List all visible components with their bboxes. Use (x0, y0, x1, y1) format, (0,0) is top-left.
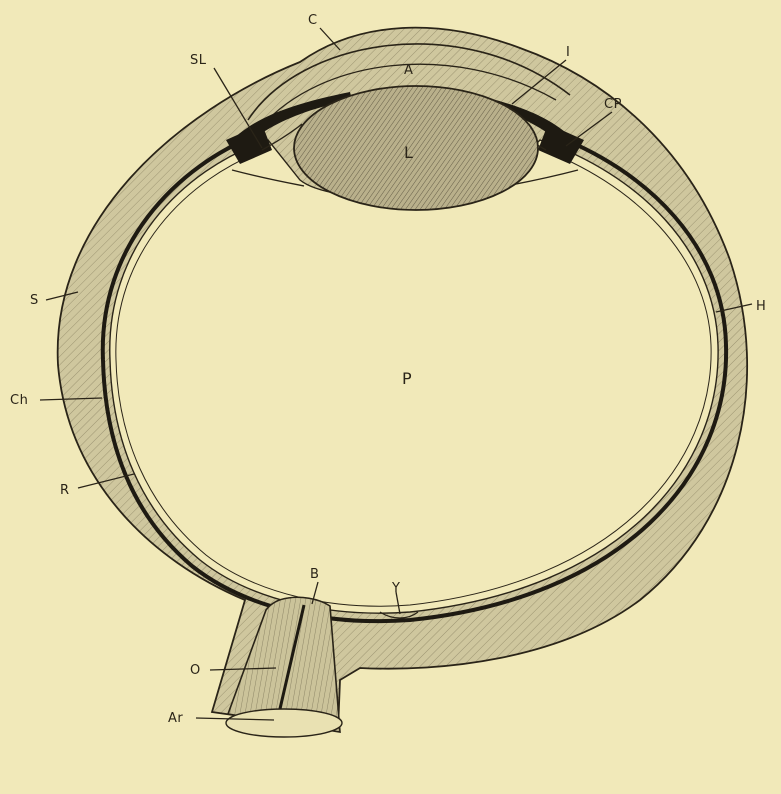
label-sclera: S (30, 293, 39, 308)
label-choroid: Ch (10, 393, 28, 408)
label-iris: I (566, 45, 570, 60)
label-cornea: C (308, 13, 318, 28)
label-retina: R (60, 483, 70, 498)
label-artery: Ar (168, 711, 183, 726)
lens (294, 86, 538, 210)
label-blind-spot: B (310, 567, 319, 582)
label-hyaloid: H (756, 299, 766, 314)
label-posterior-chamber: P (402, 369, 412, 388)
label-anterior-chamber: A (404, 63, 413, 78)
label-yellow-spot: Y (391, 581, 400, 596)
label-ciliary-process: CP (604, 97, 622, 112)
label-lens: L (404, 143, 413, 162)
optic-nerve-end (226, 709, 342, 737)
label-suspensory-ligament: SL (190, 53, 207, 68)
label-optic-nerve: O (190, 663, 201, 678)
